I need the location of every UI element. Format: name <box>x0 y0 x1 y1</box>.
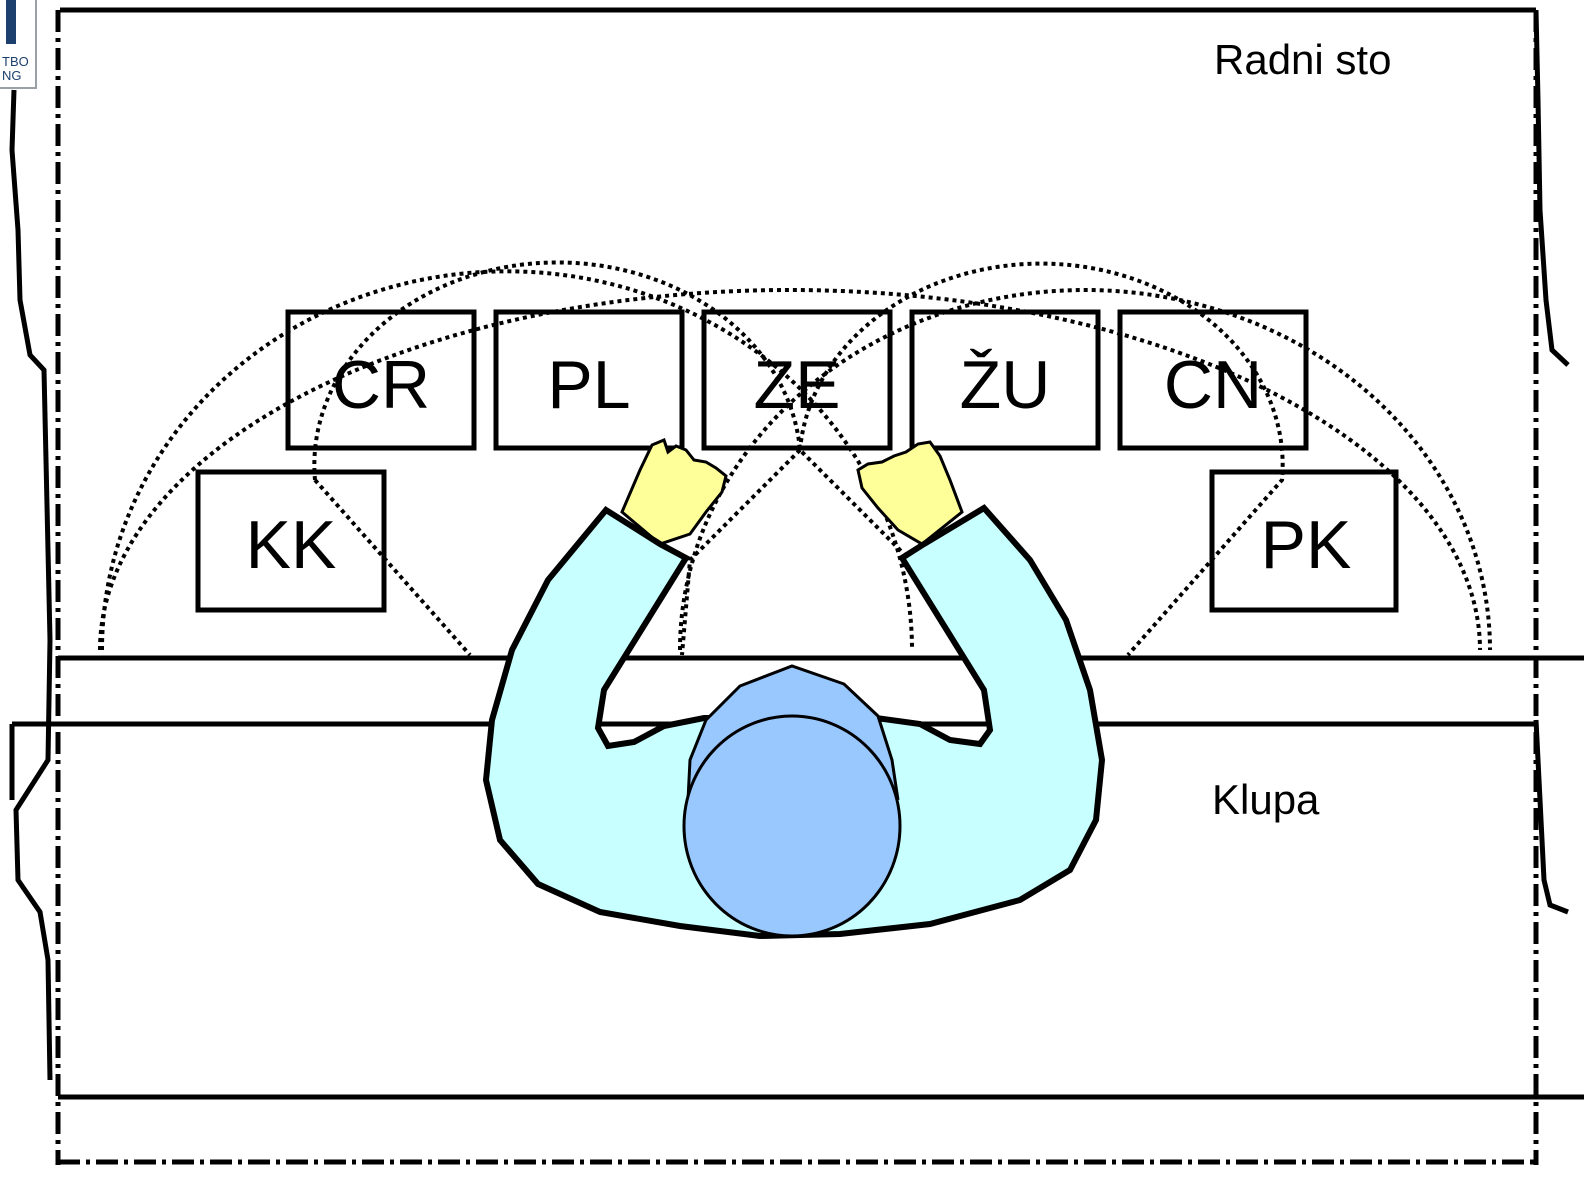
bin-zu-label: ŽU <box>960 347 1051 423</box>
work-table <box>55 7 1584 1165</box>
bin-ze: ZE <box>701 309 893 451</box>
head <box>682 714 902 938</box>
work-table-label: Radni sto <box>1214 36 1391 83</box>
paper-edge-right <box>1533 9 1570 367</box>
bin-cn: CN <box>1117 309 1309 451</box>
bin-cn-label: CN <box>1164 347 1262 423</box>
logo: TBO NG <box>0 0 37 89</box>
left-normal-reach-arc <box>312 260 912 562</box>
right-normal-reach-arc-lower <box>680 448 802 656</box>
bin-ze-box <box>701 309 893 451</box>
bin-kk: KK <box>195 469 387 613</box>
bin-zu: ŽU <box>909 309 1101 451</box>
left-max-reach-arc-inner <box>100 269 914 651</box>
bin-cr-box <box>285 309 477 451</box>
bins: CR PL ZE ŽU CN KK PK <box>195 309 1399 613</box>
bin-cr: CR <box>285 309 477 451</box>
bin-pl-box <box>493 309 685 451</box>
left-normal-reach-arc-lower <box>313 478 472 657</box>
logo-mark <box>6 0 16 44</box>
bench-label: Klupa <box>1212 776 1320 823</box>
reach-zones <box>98 260 1492 657</box>
worker <box>482 437 1106 940</box>
bin-pl-label: PL <box>547 347 630 423</box>
bin-pk: PK <box>1209 469 1399 613</box>
bin-zu-box <box>909 309 1101 451</box>
bin-cn-box <box>1117 309 1309 451</box>
logo-text-line2: NG <box>2 68 22 83</box>
bin-pl: PL <box>493 309 685 451</box>
left-hand <box>620 437 728 546</box>
bin-pk-label: PK <box>1261 507 1352 583</box>
bin-pk-box <box>1209 469 1399 613</box>
paper-edge-left <box>9 89 53 1081</box>
right-hand <box>856 440 964 546</box>
bin-cr-label: CR <box>332 347 430 423</box>
bin-kk-box <box>195 469 387 613</box>
bin-ze-label: ZE <box>754 347 841 423</box>
logo-text-line1: TBO <box>2 54 29 69</box>
right-max-reach-arc <box>678 288 1492 651</box>
paper-edge-right-lower <box>1533 719 1569 915</box>
bin-kk-label: KK <box>246 507 337 583</box>
